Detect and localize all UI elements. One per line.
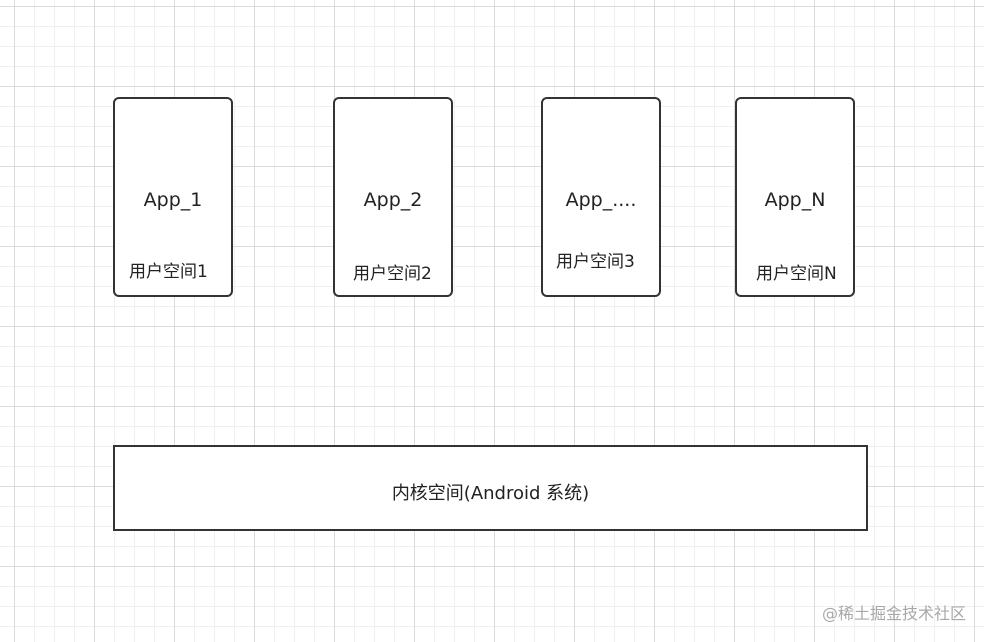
user-space-label: 用户空间3 — [556, 252, 635, 272]
app-name: App_.... — [565, 189, 637, 211]
app-box-n: App_N 用户空间N — [735, 97, 855, 297]
app-name: App_N — [764, 189, 826, 211]
app-name: App_1 — [143, 189, 203, 211]
user-space-label: 用户空间N — [756, 264, 837, 284]
app-box-3: App_.... 用户空间3 — [541, 97, 661, 297]
app-name: App_2 — [363, 189, 423, 211]
user-space-label: 用户空间2 — [353, 264, 432, 284]
app-box-2: App_2 用户空间2 — [333, 97, 453, 297]
kernel-space-label: 内核空间(Android 系统) — [391, 483, 590, 504]
app-box-1: App_1 用户空间1 — [113, 97, 233, 297]
kernel-space-box: 内核空间(Android 系统) — [113, 445, 868, 531]
user-space-label: 用户空间1 — [129, 262, 208, 282]
watermark: @稀土掘金技术社区 — [821, 604, 966, 623]
